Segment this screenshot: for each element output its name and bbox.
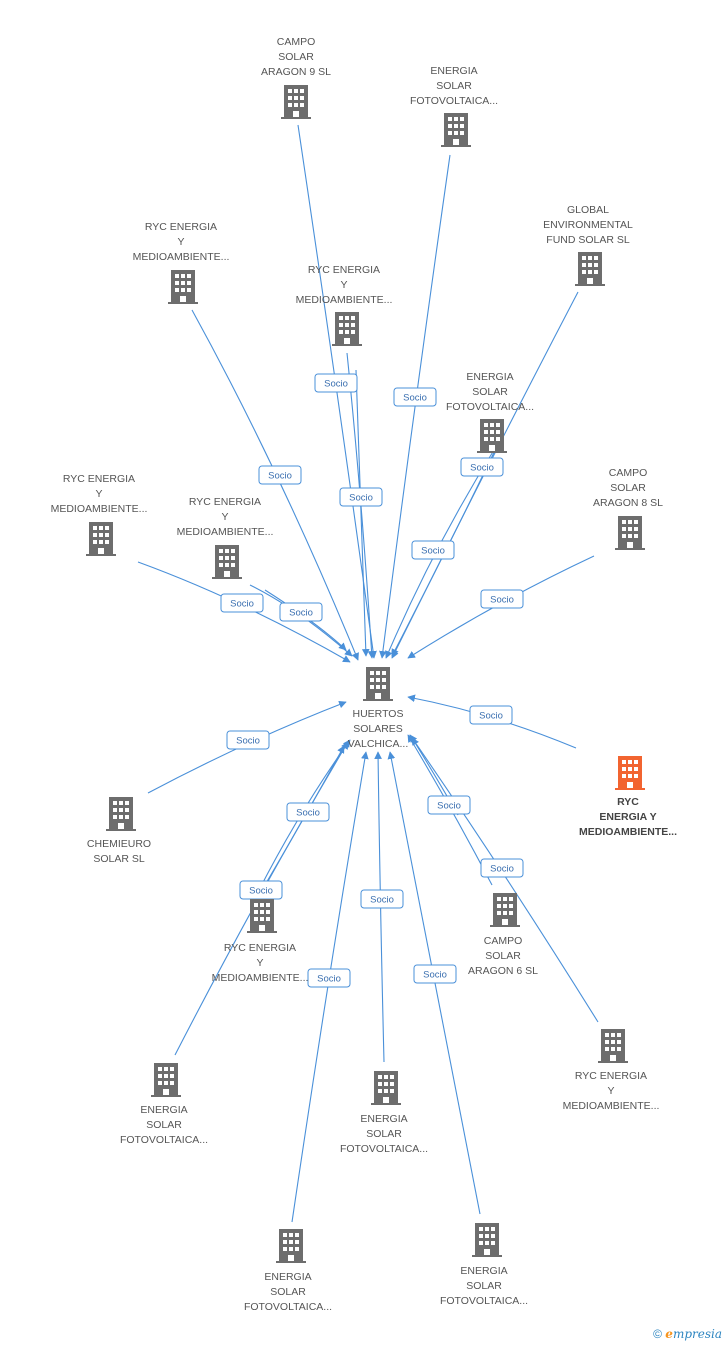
edge-label-box xyxy=(480,589,524,609)
edge-label-text: Socio xyxy=(324,379,348,390)
company-icon-n12[interactable] xyxy=(247,899,277,933)
company-label-n16[interactable]: ENERGIA SOLAR FOTOVOLTAICA... xyxy=(339,1113,429,1155)
company-label-n14[interactable]: RYC ENERGIA Y MEDIOAMBIENTE... xyxy=(562,1070,660,1112)
edge-label-socio[interactable]: Socio xyxy=(460,457,504,477)
edge-label-box xyxy=(427,795,471,815)
edge-label-text: Socio xyxy=(296,808,320,819)
company-icon-n17[interactable] xyxy=(276,1229,306,1263)
edge-label-text: Socio xyxy=(403,393,427,404)
brand-name: mpresia xyxy=(672,1327,722,1341)
empresia-logo: © empresia xyxy=(653,1327,722,1341)
edge-label-text: Socio xyxy=(490,595,514,606)
company-icon-n13[interactable] xyxy=(490,893,520,927)
company-label-n4[interactable]: RYC ENERGIA Y MEDIOAMBIENTE... xyxy=(132,221,230,263)
edge-label-text: Socio xyxy=(249,886,273,897)
edge-label-text: Socio xyxy=(317,974,341,985)
company-label-n7[interactable]: RYC ENERGIA Y MEDIOAMBIENTE... xyxy=(50,473,148,515)
edge-label-socio[interactable]: Socio xyxy=(307,968,351,988)
company-label-n17[interactable]: ENERGIA SOLAR FOTOVOLTAICA... xyxy=(243,1271,333,1313)
edge-label-socio[interactable]: Socio xyxy=(411,540,455,560)
edge-label-text: Socio xyxy=(423,970,447,981)
edge-label-box xyxy=(226,730,270,750)
edge-label-box xyxy=(460,457,504,477)
edge-extra-4 xyxy=(355,369,370,657)
edge-extra-5 xyxy=(264,589,347,651)
edge-label-box xyxy=(393,387,437,407)
edge-label-box xyxy=(279,602,323,622)
edge-label-text: Socio xyxy=(437,801,461,812)
edge-label-text: Socio xyxy=(470,463,494,474)
edge-label-socio[interactable]: Socio xyxy=(413,964,457,984)
company-icon-n11[interactable] xyxy=(106,797,136,831)
company-icon-n9[interactable] xyxy=(615,516,645,550)
edge-label-socio[interactable]: Socio xyxy=(279,602,323,622)
edge-label-box xyxy=(286,802,330,822)
edge-label-box xyxy=(314,373,358,393)
edge-label-box xyxy=(360,889,404,909)
edge-label-text: Socio xyxy=(289,608,313,619)
company-label-n2[interactable]: ENERGIA SOLAR FOTOVOLTAICA... xyxy=(409,65,499,107)
edge-label-box xyxy=(220,593,264,613)
company-icon-n1[interactable] xyxy=(281,85,311,119)
edge-label-socio[interactable]: Socio xyxy=(286,802,330,822)
edge-label-socio[interactable]: Socio xyxy=(393,387,437,407)
edge-label-socio[interactable]: Socio xyxy=(258,465,302,485)
edge-label-socio[interactable]: Socio xyxy=(314,373,358,393)
edge-label-box xyxy=(480,858,524,878)
edge-label-socio[interactable]: Socio xyxy=(480,589,524,609)
brand-e: e xyxy=(665,1327,673,1341)
company-icon-n3[interactable] xyxy=(575,252,605,286)
company-icon-n18[interactable] xyxy=(472,1223,502,1257)
edge-label-socio[interactable]: Socio xyxy=(480,858,524,878)
company-icon-n5[interactable] xyxy=(332,312,362,346)
edge-label-socio[interactable]: Socio xyxy=(360,889,404,909)
company-icon-n15[interactable] xyxy=(151,1063,181,1097)
edge-label-text: Socio xyxy=(490,864,514,875)
company-icon-n7[interactable] xyxy=(86,522,116,556)
company-label-n3[interactable]: GLOBAL ENVIRONMENTAL FUND SOLAR SL xyxy=(543,204,633,246)
edge-label-box xyxy=(258,465,302,485)
edge-label-box xyxy=(469,705,513,725)
company-icon-center[interactable] xyxy=(363,667,393,701)
edge-label-text: Socio xyxy=(349,493,373,504)
company-label-n13[interactable]: CAMPO SOLAR ARAGON 6 SL xyxy=(467,935,539,977)
edge-label-box xyxy=(413,964,457,984)
edge-label-socio[interactable]: Socio xyxy=(339,487,383,507)
edge-label-text: Socio xyxy=(479,711,503,722)
company-label-n6[interactable]: ENERGIA SOLAR FOTOVOLTAICA... xyxy=(445,371,535,413)
company-icon-n2[interactable] xyxy=(441,113,471,147)
company-icon-n6[interactable] xyxy=(477,419,507,453)
edge-label-socio[interactable]: Socio xyxy=(220,593,264,613)
edge-label-socio[interactable]: Socio xyxy=(427,795,471,815)
edge-labels-layer: SocioSocioSocioSocioSocioSocioSocioSocio… xyxy=(220,373,524,988)
company-label-n5[interactable]: RYC ENERGIA Y MEDIOAMBIENTE... xyxy=(295,264,393,306)
edge-label-text: Socio xyxy=(421,546,445,557)
company-icon-n16[interactable] xyxy=(371,1071,401,1105)
company-icon-n10[interactable] xyxy=(615,756,645,790)
edge-label-text: Socio xyxy=(236,736,260,747)
company-label-n10[interactable]: RYC ENERGIA Y MEDIOAMBIENTE... xyxy=(578,796,677,838)
edge-label-socio[interactable]: Socio xyxy=(469,705,513,725)
edge-label-box xyxy=(411,540,455,560)
company-label-n1[interactable]: CAMPO SOLAR ARAGON 9 SL xyxy=(260,36,332,78)
company-icon-n4[interactable] xyxy=(168,270,198,304)
edge-label-box xyxy=(307,968,351,988)
edge-label-socio[interactable]: Socio xyxy=(226,730,270,750)
edge-label-box xyxy=(339,487,383,507)
company-label-center[interactable]: HUERTOS SOLARES VALCHICA... xyxy=(347,708,409,750)
company-label-n9[interactable]: CAMPO SOLAR ARAGON 8 SL xyxy=(592,467,664,509)
company-label-n18[interactable]: ENERGIA SOLAR FOTOVOLTAICA... xyxy=(439,1265,529,1307)
company-label-n15[interactable]: ENERGIA SOLAR FOTOVOLTAICA... xyxy=(119,1104,209,1146)
copyright-symbol: © xyxy=(653,1327,662,1341)
edge-label-text: Socio xyxy=(230,599,254,610)
edge-label-socio[interactable]: Socio xyxy=(239,880,283,900)
company-label-n8[interactable]: RYC ENERGIA Y MEDIOAMBIENTE... xyxy=(176,496,274,538)
edge-label-text: Socio xyxy=(370,895,394,906)
edge-label-text: Socio xyxy=(268,471,292,482)
company-label-n11[interactable]: CHEMIEURO SOLAR SL xyxy=(86,838,152,865)
company-icon-n8[interactable] xyxy=(212,545,242,579)
company-label-n12[interactable]: RYC ENERGIA Y MEDIOAMBIENTE... xyxy=(211,942,309,984)
company-icon-n14[interactable] xyxy=(598,1029,628,1063)
